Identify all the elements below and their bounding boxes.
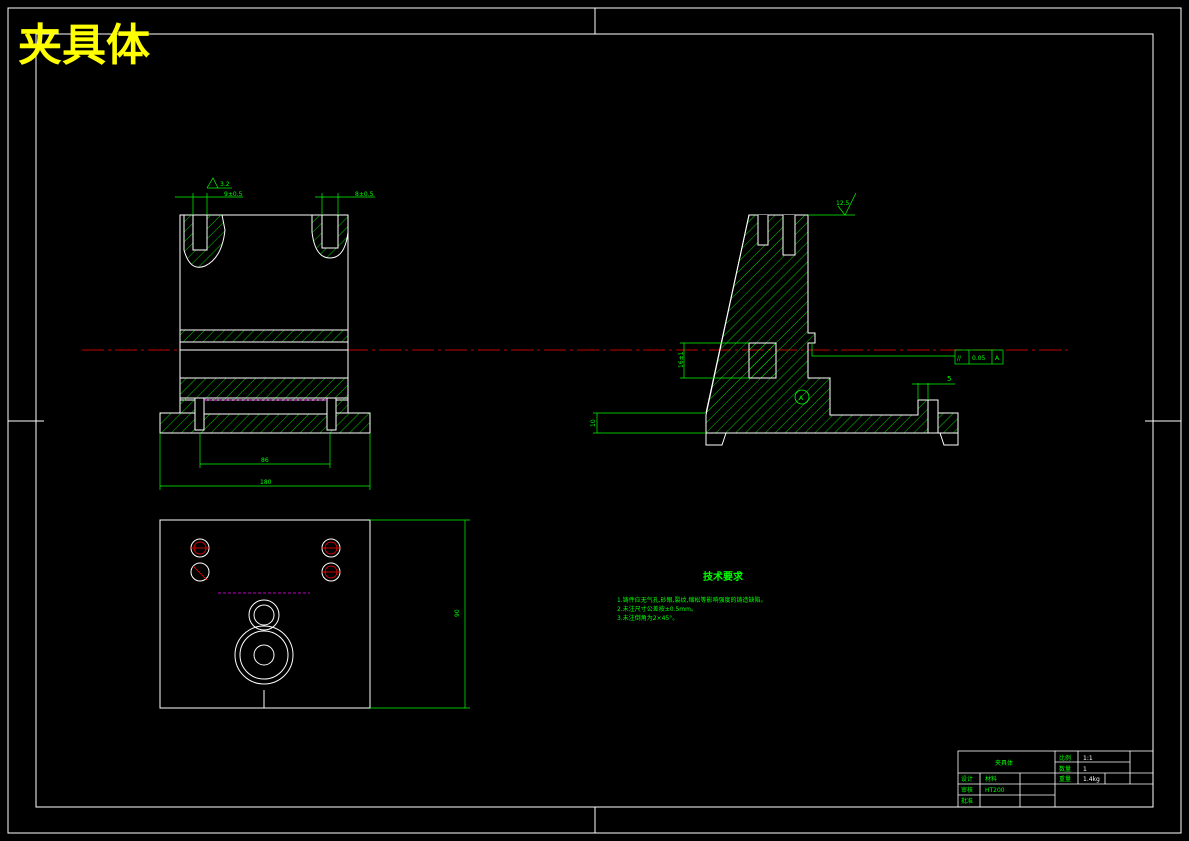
dim-plan-height: 90 bbox=[454, 609, 461, 617]
dim-vertical-tol: 16±1 bbox=[678, 351, 685, 368]
dim-inner-span: 86 bbox=[261, 457, 269, 464]
sheet-frame bbox=[7, 7, 1182, 834]
tb-scale-label: 比例 bbox=[1059, 754, 1071, 762]
tb-material: HT200 bbox=[985, 787, 1005, 794]
tb-scale: 1:1 bbox=[1083, 755, 1093, 762]
tech-req-note-3: 3.未注倒角为2×45°。 bbox=[617, 614, 678, 622]
tb-designer-label: 设计 bbox=[961, 775, 973, 783]
tb-material-label: 材料 bbox=[985, 775, 997, 783]
technical-requirements: 技术要求 1.铸件应无气孔,砂眼,裂纹,缩松等影响强度的铸造缺陷。 2.未注尺寸… bbox=[617, 570, 766, 622]
tb-weight: 1.4kg bbox=[1083, 776, 1100, 783]
tolerance-value: 0.05 bbox=[972, 355, 986, 362]
dim-slot-right: 8±0.5 bbox=[355, 191, 374, 198]
drawing-title: 夹具体 bbox=[18, 20, 150, 71]
tb-approver-label: 批准 bbox=[961, 797, 973, 805]
tb-weight-label: 重量 bbox=[1059, 775, 1071, 783]
tb-part-name: 夹具体 bbox=[995, 759, 1013, 767]
roughness-left: 3.2 bbox=[220, 181, 230, 188]
title-block: 夹具体 比例 1:1 数量 1 重量 1.4kg 设计 材料 审核 HT200 … bbox=[957, 750, 1154, 808]
side-section-view: A 12.5 16±1 10 5 // 0.05 A bbox=[590, 192, 1004, 446]
tb-quantity: 1 bbox=[1083, 766, 1087, 773]
dim-slot-left: 9±0.5 bbox=[224, 191, 243, 198]
front-view: 9±0.5 8±0.5 3.2 86 180 bbox=[159, 177, 375, 490]
dim-base-height: 10 bbox=[590, 419, 597, 427]
datum-a-label: A bbox=[799, 395, 804, 402]
dim-right-slot: 5 bbox=[947, 375, 951, 383]
roughness-side: 12.5 bbox=[836, 200, 850, 207]
tolerance-datum: A bbox=[995, 355, 1000, 362]
plan-view: 90 bbox=[159, 519, 470, 709]
tb-checker-label: 审核 bbox=[961, 786, 973, 794]
tech-req-note-2: 2.未注尺寸公差按±0.5mm。 bbox=[617, 605, 697, 613]
tech-req-heading: 技术要求 bbox=[703, 570, 744, 583]
dim-overall-width: 180 bbox=[260, 479, 272, 486]
tech-req-note-1: 1.铸件应无气孔,砂眼,裂纹,缩松等影响强度的铸造缺陷。 bbox=[617, 596, 766, 604]
tb-quantity-label: 数量 bbox=[1059, 765, 1071, 773]
tolerance-symbol: // bbox=[957, 355, 962, 362]
